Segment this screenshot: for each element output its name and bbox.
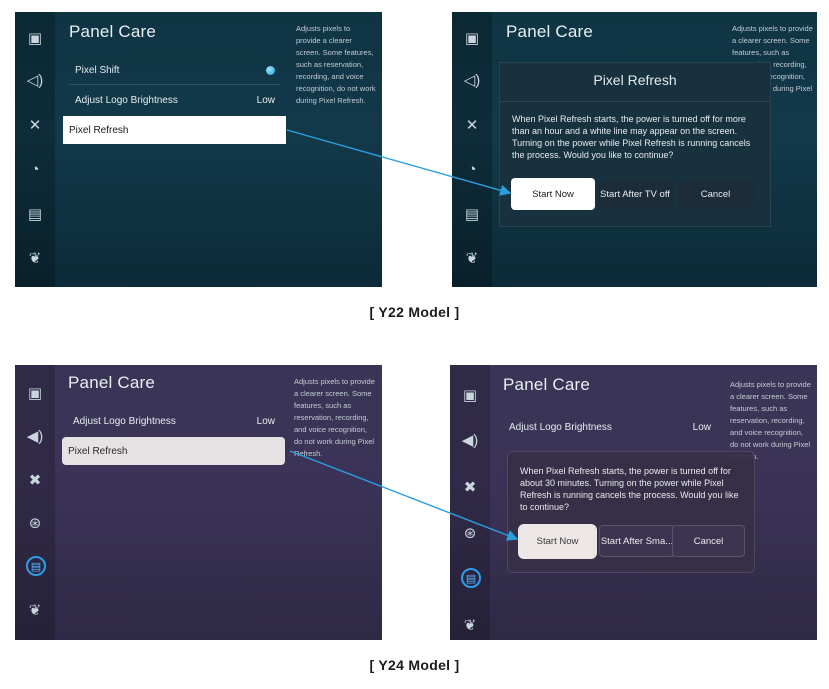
y24-left-screenshot: ▣ ◀) ✖ ⊛ ▤ ❦ Panel Care Adjust Logo Brig… xyxy=(15,365,382,640)
sidebar: ▣ ◀) ✖ ⊛ ▤ ❦ xyxy=(450,365,490,640)
menu-item-pixel-shift[interactable]: Pixel Shift xyxy=(69,59,281,81)
sound-icon[interactable]: ◀) xyxy=(461,432,479,449)
eco-icon[interactable]: ❦ xyxy=(28,250,42,267)
menu-item-value: Low xyxy=(256,94,275,106)
connection-icon[interactable]: ✖ xyxy=(463,479,477,496)
menu-item-adjust-logo-brightness[interactable]: Adjust Logo Brightness Low xyxy=(69,89,281,111)
divider xyxy=(69,84,281,85)
y22-left-screenshot: ▣ ◁) ✕ ◔ ▤ ❦ Panel Care Pixel Shift Adju… xyxy=(15,12,382,287)
y24-caption: [ Y24 Model ] xyxy=(369,657,460,673)
menu-item-pixel-refresh[interactable]: Pixel Refresh xyxy=(62,437,285,465)
sound-icon[interactable]: ◁) xyxy=(463,72,481,89)
eco-icon[interactable]: ❦ xyxy=(463,617,477,634)
connection-icon[interactable]: ✖ xyxy=(28,472,42,489)
support-icon[interactable]: ◔ xyxy=(30,160,40,178)
sidebar: ▣ ◁) ✕ ◔ ▤ ❦ xyxy=(15,12,55,287)
dialog-title: Pixel Refresh xyxy=(593,72,677,88)
menu-item-adjust-logo-brightness[interactable]: Adjust Logo Brightness Low xyxy=(503,416,717,438)
picture-icon[interactable]: ▣ xyxy=(27,385,43,402)
gaming-icon[interactable]: ⊛ xyxy=(28,515,42,532)
sound-icon[interactable]: ◀) xyxy=(26,428,44,445)
start-after-tv-off-button[interactable]: Start After TV off xyxy=(597,180,673,208)
dialog-message: When Pixel Refresh starts, the power is … xyxy=(520,466,739,512)
y22-caption: [ Y22 Model ] xyxy=(369,304,460,320)
menu-item-label: Adjust Logo Brightness xyxy=(73,415,176,427)
panel-care-icon[interactable]: ▤ xyxy=(461,568,481,588)
connection-icon[interactable]: ✕ xyxy=(465,117,479,134)
menu-item-label: Pixel Shift xyxy=(75,64,120,76)
start-now-button[interactable]: Start Now xyxy=(518,524,597,559)
y24-right-screenshot: ▣ ◀) ✖ ⊛ ▤ ❦ Panel Care Adjust Logo Brig… xyxy=(450,365,817,640)
menu-item-pixel-refresh[interactable]: Pixel Refresh xyxy=(63,116,286,144)
menu-item-value: Low xyxy=(692,421,711,433)
y22-right-screenshot: ▣ ◁) ✕ ◔ ▤ ❦ Panel Care Adjusts pixels t… xyxy=(452,12,817,287)
pixel-refresh-dialog: When Pixel Refresh starts, the power is … xyxy=(507,451,755,573)
menu-item-label: Adjust Logo Brightness xyxy=(509,421,612,433)
connection-icon[interactable]: ✕ xyxy=(28,117,42,134)
support-icon[interactable]: ◔ xyxy=(467,160,477,178)
start-now-button[interactable]: Start Now xyxy=(511,178,595,210)
start-after-smart-button[interactable]: Start After Sma... xyxy=(599,525,675,557)
cancel-button[interactable]: Cancel xyxy=(677,180,754,208)
picture-icon[interactable]: ▣ xyxy=(464,30,480,47)
sidebar: ▣ ◀) ✖ ⊛ ▤ ❦ xyxy=(15,365,55,640)
page-title: Panel Care xyxy=(69,22,157,41)
divider xyxy=(500,101,770,102)
panel-care-icon[interactable]: ▤ xyxy=(464,206,480,223)
picture-icon[interactable]: ▣ xyxy=(27,30,43,47)
sidebar: ▣ ◁) ✕ ◔ ▤ ❦ xyxy=(452,12,492,287)
menu-item-label: Adjust Logo Brightness xyxy=(75,94,178,106)
menu-item-adjust-logo-brightness[interactable]: Adjust Logo Brightness Low xyxy=(67,410,281,432)
description-text: Adjusts pixels to provide a clearer scre… xyxy=(296,24,376,105)
panel-care-icon[interactable]: ▤ xyxy=(26,556,46,576)
description-text: Adjusts pixels to provide a clearer scre… xyxy=(294,377,375,458)
toggle-on-icon[interactable] xyxy=(266,65,275,75)
cancel-button[interactable]: Cancel xyxy=(672,525,745,557)
gaming-icon[interactable]: ⊛ xyxy=(463,525,477,542)
page-title: Panel Care xyxy=(503,375,591,394)
page-title: Panel Care xyxy=(506,22,594,41)
picture-icon[interactable]: ▣ xyxy=(462,387,478,404)
eco-icon[interactable]: ❦ xyxy=(465,250,479,267)
pixel-refresh-dialog: Pixel Refresh When Pixel Refresh starts,… xyxy=(499,62,771,227)
menu-item-label: Pixel Refresh xyxy=(69,124,129,136)
menu-item-label: Pixel Refresh xyxy=(68,445,128,457)
menu-item-value: Low xyxy=(256,415,275,427)
eco-icon[interactable]: ❦ xyxy=(28,602,42,619)
page-title: Panel Care xyxy=(68,373,156,392)
panel-care-icon[interactable]: ▤ xyxy=(27,206,43,223)
sound-icon[interactable]: ◁) xyxy=(26,72,44,89)
dialog-message: When Pixel Refresh starts, the power is … xyxy=(512,114,751,160)
